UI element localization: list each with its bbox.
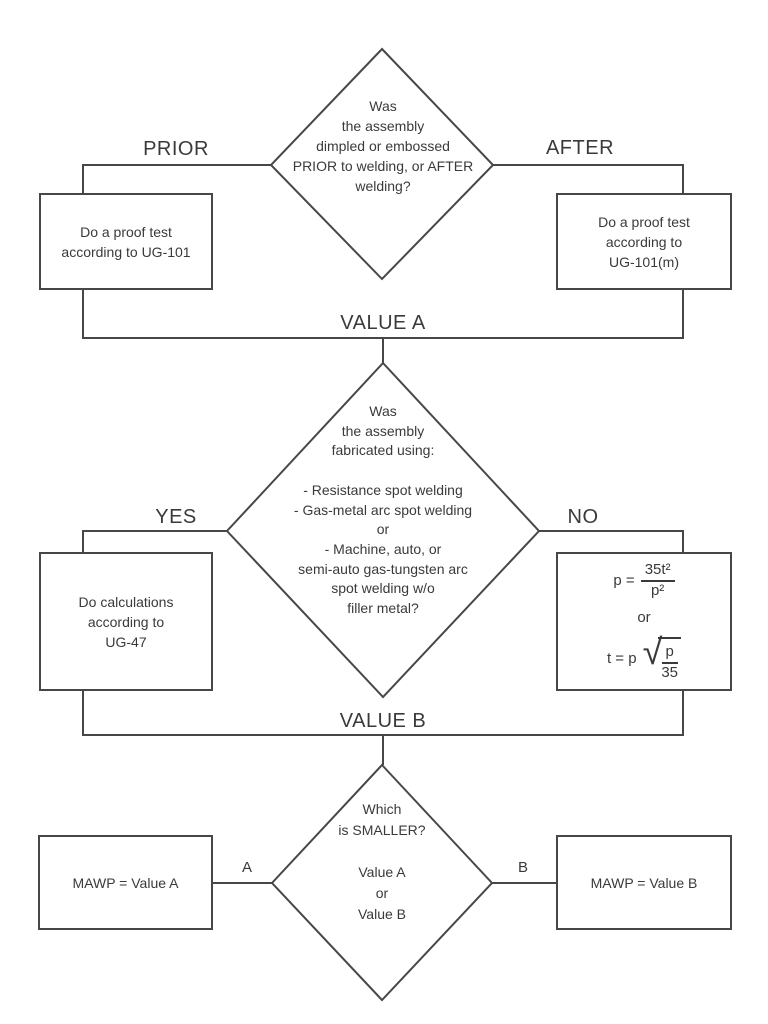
formula2-radicand: p 35 bbox=[658, 637, 682, 681]
decision2-left-branch-line bbox=[82, 530, 227, 552]
proof-test-ug101-box: Do a proof test according to UG-101 bbox=[39, 193, 213, 290]
formula2-sqrt: √ p 35 bbox=[642, 631, 682, 681]
decision3-branch-left-label: A bbox=[241, 859, 253, 876]
decision3-diamond-outline bbox=[270, 763, 494, 1002]
decision1-branch-right-label: AFTER bbox=[545, 137, 615, 159]
decision2-diamond-outline bbox=[225, 361, 541, 699]
decision1-question-text: Was the assembly dimpled or embossed PRI… bbox=[292, 98, 474, 194]
value-a-label: VALUE A bbox=[340, 312, 426, 334]
value-b-label: VALUE B bbox=[339, 710, 427, 732]
mawp-value-b-box: MAWP = Value B bbox=[556, 835, 732, 930]
formula1-fraction: 35t² p² bbox=[640, 561, 675, 599]
formula2-lhs: t = p bbox=[606, 650, 637, 667]
formula1-numerator: 35t² bbox=[640, 561, 675, 582]
proof-test-ug101m-box: Do a proof test according to UG-101(m) bbox=[556, 193, 732, 290]
formula1-lhs: p = bbox=[613, 571, 635, 589]
decision2-right-branch-line bbox=[539, 530, 684, 552]
decision1-left-branch-line bbox=[82, 164, 271, 193]
formula2-fraction: p 35 bbox=[661, 643, 679, 681]
radical-sign-icon: √ bbox=[642, 631, 663, 672]
decision2-question-text: Was the assembly fabricated using: - Res… bbox=[293, 403, 473, 617]
calculations-ug47-box: Do calculations according to UG-47 bbox=[39, 552, 213, 691]
decision1-right-branch-line bbox=[493, 164, 684, 193]
mawp-value-a-box: MAWP = Value A bbox=[38, 835, 213, 930]
formula-or-text: or bbox=[637, 609, 651, 626]
decision3-branch-right-label: B bbox=[517, 859, 529, 876]
formula-p-equals: p = 35t² p² bbox=[613, 561, 675, 599]
decision2-branch-right-label: NO bbox=[567, 506, 599, 528]
formula2-denominator: 35 bbox=[661, 663, 679, 681]
decision1-diamond-outline bbox=[269, 47, 495, 281]
decision3-question-text: Which is SMALLER? Value A or Value B bbox=[338, 801, 426, 922]
decision1-branch-left-label: PRIOR bbox=[143, 138, 209, 160]
decision2-branch-left-label: YES bbox=[155, 506, 197, 528]
formula2-numerator: p bbox=[661, 643, 678, 664]
pressure-formula-box: p = 35t² p² or t = p √ p 35 bbox=[556, 552, 732, 691]
formula-t-equals: t = p √ p 35 bbox=[606, 631, 682, 681]
formula1-denominator: p² bbox=[650, 581, 665, 599]
